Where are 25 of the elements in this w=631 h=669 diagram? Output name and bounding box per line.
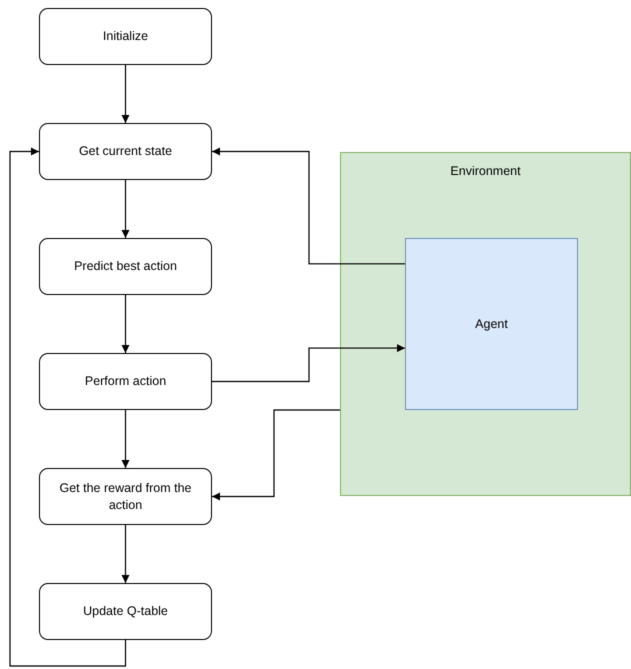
node-label: Get current state bbox=[78, 143, 174, 160]
process-box bbox=[39, 238, 212, 295]
arrow bbox=[212, 409, 340, 500]
arrow bbox=[212, 148, 405, 264]
node-label: Predict best action bbox=[73, 258, 178, 275]
agent-box bbox=[405, 238, 578, 410]
process-box bbox=[39, 353, 212, 410]
process-box bbox=[39, 468, 212, 525]
node-label: Perform action bbox=[84, 373, 168, 390]
arrow bbox=[122, 525, 130, 583]
node-label: Agent bbox=[474, 316, 509, 332]
arrow bbox=[122, 65, 130, 123]
process-box bbox=[39, 583, 212, 640]
process-box bbox=[39, 8, 212, 65]
arrow bbox=[122, 180, 130, 238]
node-label: Update Q-table bbox=[82, 603, 169, 620]
arrow bbox=[122, 295, 130, 353]
process-box bbox=[39, 123, 212, 180]
environment-panel bbox=[340, 152, 631, 496]
arrow bbox=[9, 148, 126, 667]
node-label: Environment bbox=[449, 163, 522, 180]
arrow bbox=[212, 344, 405, 382]
node-label: Get the reward from the action bbox=[58, 480, 192, 514]
arrow bbox=[122, 410, 130, 468]
node-label: Initialize bbox=[102, 28, 150, 45]
